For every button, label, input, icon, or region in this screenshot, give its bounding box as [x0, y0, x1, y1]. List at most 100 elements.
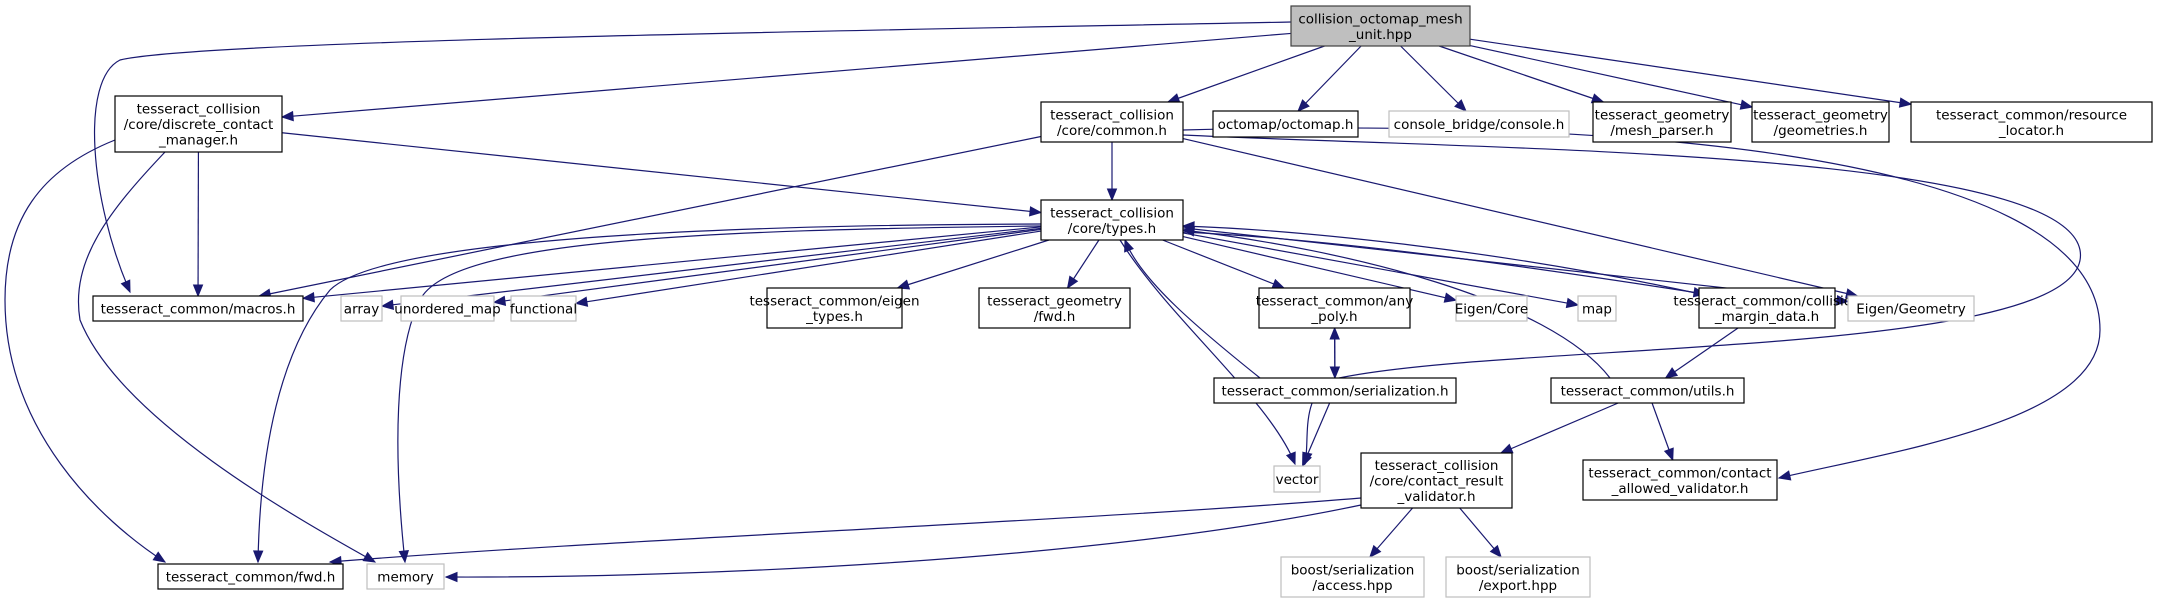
arrowhead-root-to-octomap	[1297, 99, 1310, 112]
node-dcm[interactable]: tesseract_collision/core/discrete_contac…	[114, 95, 283, 153]
node-vector[interactable]: vector	[1273, 465, 1321, 493]
arrowhead-types-to-functional	[574, 296, 589, 307]
node-utils[interactable]: tesseract_common/utils.h	[1550, 377, 1745, 404]
arrowhead-common-to-cav	[1777, 470, 1792, 481]
edge-types-to-map	[1182, 232, 1579, 306]
node-label-line: _unit.hpp	[1348, 27, 1412, 43]
node-box	[1273, 465, 1321, 493]
node-label-line: memory	[377, 570, 433, 586]
node-box	[157, 563, 344, 590]
arrowhead-crv-to-boost_access	[1369, 544, 1382, 558]
node-geometries[interactable]: tesseract_geometry/geometries.h	[1751, 101, 1890, 143]
node-label-line: /mesh_parser.h	[1610, 123, 1713, 139]
edge-serialization-to-types	[1124, 239, 1261, 379]
arrowhead-utils-to-types	[1181, 226, 1196, 237]
node-label-line: map	[1582, 302, 1612, 318]
edge-dcm-to-types	[281, 132, 1042, 214]
edge-crv-to-common_fwd	[329, 497, 1362, 563]
node-geometry-fwd[interactable]: tesseract_geometry/fwd.h	[978, 287, 1131, 329]
arrowhead-utils-to-crv	[1499, 443, 1514, 454]
node-box	[1213, 377, 1457, 404]
node-serialization[interactable]: tesseract_common/serialization.h	[1213, 377, 1457, 404]
node-label-line: array	[344, 302, 379, 318]
arrowhead-root-to-resource	[1898, 97, 1913, 108]
node-box	[1040, 101, 1184, 143]
node-label-line: tesseract_collision	[1375, 458, 1499, 474]
node-label-line: _allowed_validator.h	[1611, 481, 1749, 497]
node-resource[interactable]: tesseract_common/resource_locator.h	[1910, 101, 2153, 143]
node-label-line: tesseract_common/fwd.h	[166, 570, 336, 586]
node-common[interactable]: tesseract_collision/core/common.h	[1040, 101, 1184, 143]
edge-root-to-octomap	[1297, 45, 1362, 112]
edge-dcm-to-common_fwd	[4, 139, 166, 563]
node-array[interactable]: array	[340, 295, 383, 322]
node-unordered-map[interactable]: unordered_map	[394, 295, 501, 322]
edge-utils-to-types	[1182, 229, 1611, 379]
node-label-line: /export.hpp	[1479, 578, 1557, 594]
node-box	[1592, 101, 1732, 143]
arrowhead-root-to-macros	[120, 279, 131, 294]
node-label-line: tesseract_common/contact	[1588, 465, 1771, 481]
edges-layer	[4, 21, 2101, 583]
node-label-line: tesseract_collision	[1050, 107, 1174, 123]
node-memory[interactable]: memory	[366, 563, 445, 590]
node-map[interactable]: map	[1577, 295, 1617, 322]
node-box	[1445, 556, 1591, 598]
arrowhead-dcm-to-common_fwd	[152, 551, 167, 563]
node-box	[92, 295, 304, 322]
node-box	[1698, 287, 1836, 329]
node-any-poly[interactable]: tesseract_common/any_poly.h	[1256, 287, 1413, 329]
arrowhead-root-to-dcm	[280, 110, 294, 122]
arrowhead-types-to-geometry_fwd	[1066, 275, 1079, 290]
node-console[interactable]: console_bridge/console.h	[1388, 110, 1570, 138]
node-macros[interactable]: tesseract_common/macros.h	[92, 295, 304, 322]
node-mesh-parser[interactable]: tesseract_geometry/mesh_parser.h	[1592, 101, 1732, 143]
edge-types-to-eigen_types	[897, 239, 1050, 289]
node-box	[1550, 377, 1745, 404]
node-functional[interactable]: functional	[510, 295, 577, 322]
node-label-line: unordered_map	[394, 302, 500, 318]
node-eigen-types[interactable]: tesseract_common/eigen_types.h	[749, 287, 920, 329]
node-label-line: _types.h	[805, 309, 863, 325]
arrowhead-types-to-eigen_geometry	[1835, 295, 1850, 306]
arrowhead-types-to-eigen_core	[1443, 292, 1458, 303]
node-eigen-geometry[interactable]: Eigen/Geometry	[1847, 295, 1975, 322]
node-box	[1910, 101, 2153, 143]
arrowhead-types-to-eigen_types	[896, 279, 911, 290]
node-box	[1847, 295, 1975, 322]
node-eigen-core[interactable]: Eigen/Core	[1455, 295, 1529, 322]
node-types[interactable]: tesseract_collision/core/types.h	[1040, 199, 1184, 241]
node-label-line: tesseract_common/collision	[1673, 293, 1860, 309]
node-crv[interactable]: tesseract_collision/core/contact_result_…	[1360, 452, 1513, 509]
node-label-line: boost/serialization	[1456, 562, 1580, 578]
edge-types-to-memory	[397, 225, 1042, 563]
edge-crv-to-memory	[445, 504, 1362, 578]
nodes-layer: collision_octomap_mesh_unit.hpp tesseract…	[92, 5, 2153, 598]
node-label-line: /core/common.h	[1057, 123, 1167, 139]
node-boost-access[interactable]: boost/serialization/access.hpp	[1280, 556, 1425, 598]
arrowhead-types-to-any_poly	[1271, 278, 1286, 289]
edge-types-to-any_poly	[1162, 239, 1285, 289]
node-label-line: tesseract_collision	[1050, 205, 1174, 221]
node-collision-margin[interactable]: tesseract_common/collision_margin_data.h	[1673, 287, 1861, 329]
node-octomap[interactable]: octomap/octomap.h	[1212, 110, 1359, 138]
node-label-line: tesseract_geometry	[1595, 107, 1730, 123]
edge-collision_margin-to-utils	[1665, 327, 1739, 379]
arrowhead-serialization-to-vector	[1302, 453, 1312, 468]
node-box	[1040, 199, 1184, 241]
node-label-line: /core/types.h	[1068, 221, 1156, 237]
node-label-line: Eigen/Core	[1455, 302, 1529, 318]
node-root[interactable]: collision_octomap_mesh_unit.hpp	[1290, 5, 1471, 47]
node-box	[1455, 295, 1528, 322]
node-common-fwd[interactable]: tesseract_common/fwd.h	[157, 563, 344, 590]
edge-dcm-to-memory	[77, 151, 376, 563]
node-cav[interactable]: tesseract_common/contact_allowed_validat…	[1582, 459, 1778, 501]
edge-types-to-macros	[302, 226, 1042, 299]
edge-common-to-macros	[259, 135, 1042, 297]
node-label-line: _manager.h	[158, 133, 238, 149]
node-label-line: tesseract_common/macros.h	[101, 302, 296, 318]
node-box	[1577, 295, 1617, 322]
node-box	[114, 95, 283, 153]
node-label-line: _validator.h	[1396, 489, 1475, 505]
node-boost-export[interactable]: boost/serialization/export.hpp	[1445, 556, 1591, 598]
